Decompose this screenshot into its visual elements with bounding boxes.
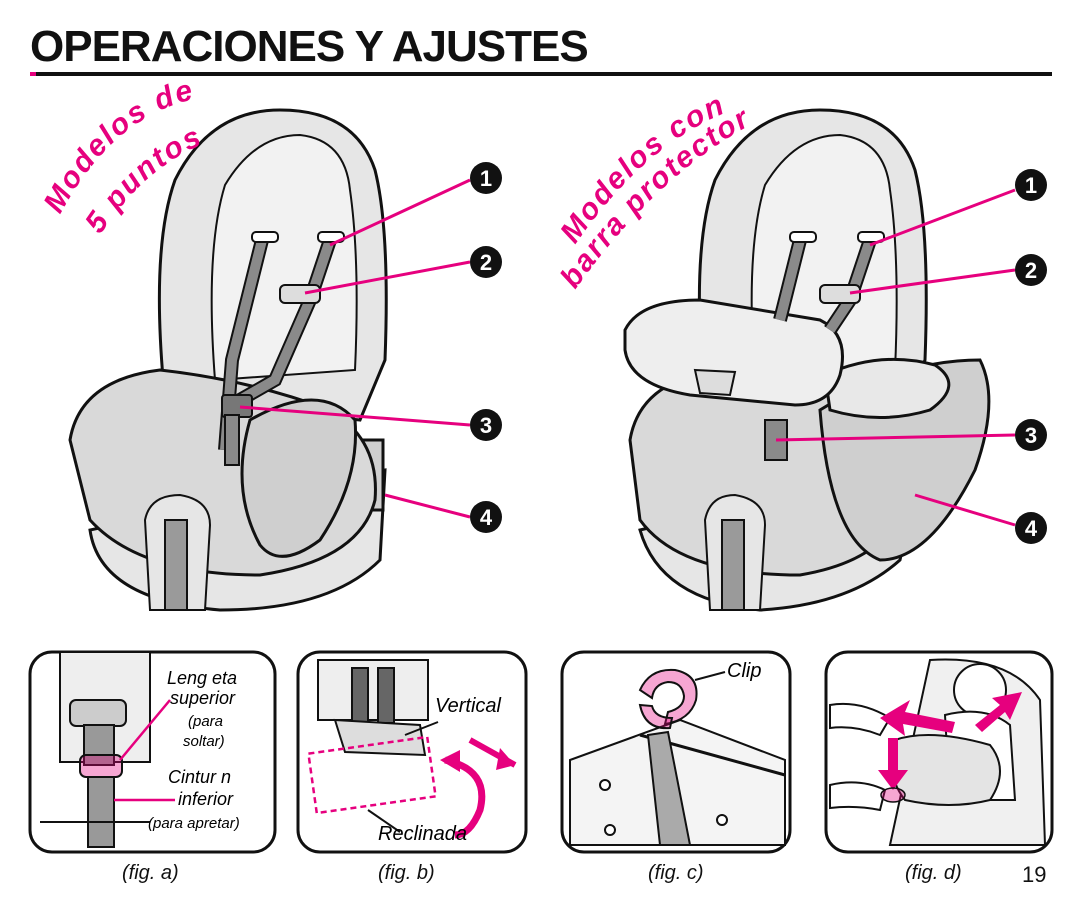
figure-d-release-button [880,787,906,803]
figure-b-caption: (fig. b) [378,862,435,884]
left-callout-line-4 [384,493,471,519]
figure-d-caption: (fig. d) [905,862,962,884]
figure-b-seat-base [317,659,429,721]
right-chest-clip [819,284,861,304]
figure-c-screw-1 [599,779,611,791]
left-callout-number-4: 4 [480,505,493,530]
figure-c-caption: (fig. c) [648,862,704,884]
callout-lines [239,178,1016,527]
left-shoulder-slot-left [251,231,279,243]
figure-c-label-clip: Clip [727,660,761,682]
figure-c-crotch-strap [646,730,692,846]
left-callout-line-2 [304,260,471,295]
right-harness-strap-left-fill [775,238,805,322]
right-callout-number-4: 4 [1025,516,1038,541]
page-number: 19 [1022,862,1047,887]
figure-a-label-cinturon-1: Cintur n [168,767,231,787]
left-callout-badge-4 [470,501,502,533]
figure-a-release-lever [79,754,123,778]
right-callout-number-1: 1 [1025,173,1037,198]
right-callout-number-3: 3 [1025,423,1037,448]
figure-c-clip-lower [638,703,674,730]
right-car-seat-illustration [623,108,991,612]
figure-b-label-vertical: Vertical [435,695,502,717]
left-buckle [221,394,253,418]
figure-c-screw-2 [604,824,616,836]
left-chest-clip [279,284,321,304]
left-harness-strap-lower [224,414,240,466]
figure-b-arrow-curve-head [440,750,460,772]
figure-b-recline-handle [333,718,427,757]
title-rule-accent [30,72,36,76]
figure-b-reclined-pointer [367,809,401,833]
right-seat-armrest [823,357,951,419]
figure-a-panel: Leng eta superior (para soltar) Cintur n… [28,650,277,854]
left-seat-side-wing [240,398,358,558]
figure-b-arrow-push-head [496,748,515,770]
right-callout-badge-2 [1015,254,1047,286]
right-callout-line-3 [775,433,1016,442]
figure-d-panel [824,650,1054,854]
figure-a-strap-upper [83,724,115,766]
left-car-seat-illustration [68,108,388,612]
left-harness-strap-right-fill [237,238,335,405]
figure-a-label-soltar-2: soltar) [183,733,225,750]
left-callout-number-2: 2 [480,250,492,275]
figure-c-clip [638,668,698,726]
figure-a-label-lengueta-1: Leng eta [167,668,237,688]
figure-c-clip-pointer [694,671,726,681]
figure-c-screw-3 [716,814,728,826]
right-shield-release [693,368,737,397]
figure-b-spring-right [377,667,395,724]
figure-b-vertical-pointer [404,721,439,736]
figure-a-label-soltar-1: (para [188,713,223,730]
right-callout-line-2 [849,268,1016,295]
figure-a-pointer-lever [119,699,171,761]
figure-d-adult-hand-lower [829,781,887,812]
figure-d-arrow-left [880,700,955,736]
left-callout-badge-2 [470,246,502,278]
figure-b-spring-left [351,667,369,724]
left-callouts: 1 2 3 4 [470,162,502,533]
left-callout-number-3: 3 [480,413,492,438]
right-callout-badge-3 [1015,419,1047,451]
right-callout-number-2: 2 [1025,258,1037,283]
right-callout-badge-4 [1015,512,1047,544]
figure-b-arrow-curve [444,756,486,839]
left-seat-crotch-strap [164,519,188,611]
figure-a-strap-lower [87,776,115,848]
right-shield-bar [623,298,844,407]
right-seat-crotch-strap [721,519,745,611]
right-shoulder-slot-left [789,231,817,243]
right-callout-badge-1 [1015,169,1047,201]
figure-b-reclined-outline [306,735,438,815]
figure-b-label-reclinada: Reclinada [378,823,467,845]
right-shoulder-slot-right [857,231,885,243]
figure-d-adult-hand-upper [829,702,892,737]
figure-d-arrow-down [878,738,908,790]
figure-a-adjuster-slot [69,699,127,727]
title-rule [30,72,1052,76]
figure-a-label-cinturon-2: inferior [178,789,234,809]
figure-c-panel: Clip [560,650,792,854]
page-title: OPERACIONES Y AJUSTES [30,22,589,71]
right-callout-line-1 [869,188,1016,247]
right-callouts: 1 2 3 4 [1015,169,1047,544]
figure-d-arrow-up [975,692,1022,732]
left-callout-number-1: 1 [480,166,492,191]
left-callout-line-1 [329,178,471,247]
figure-a-caption: (fig. a) [122,862,179,884]
left-callout-line-3 [239,405,471,427]
left-callout-badge-1 [470,162,502,194]
figure-b-panel: Vertical Reclinada [296,650,528,854]
left-callout-badge-3 [470,409,502,441]
figure-a-label-apretar: (para apretar) [148,815,240,832]
right-callout-line-4 [914,493,1016,527]
figure-a-label-lengueta-2: superior [170,688,236,708]
